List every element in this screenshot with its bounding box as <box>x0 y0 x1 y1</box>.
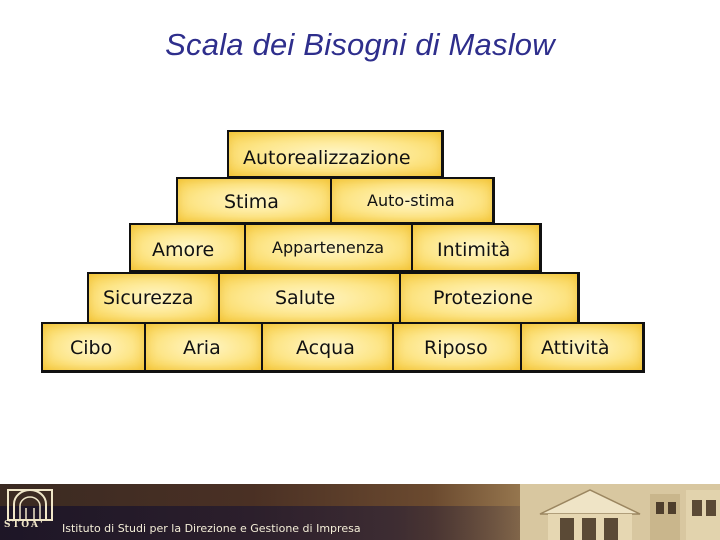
label-autorealizzazione: Autorealizzazione <box>243 147 411 169</box>
label-amore: Amore <box>152 239 214 261</box>
label-attivita: Attività <box>541 337 609 359</box>
building-photo-icon <box>520 484 720 540</box>
institution-name: Istituto di Studi per la Direzione e Ges… <box>62 522 361 535</box>
stoa-logo-text: STOA' <box>4 520 45 530</box>
stoa-arch-icon <box>6 488 54 522</box>
label-acqua: Acqua <box>296 337 355 359</box>
label-stima: Stima <box>224 191 279 213</box>
label-sicurezza: Sicurezza <box>103 287 194 309</box>
label-auto-stima: Auto-stima <box>367 191 455 210</box>
label-appartenenza: Appartenenza <box>272 238 384 257</box>
label-cibo: Cibo <box>70 337 112 359</box>
label-intimita: Intimità <box>437 239 510 261</box>
label-salute: Salute <box>275 287 335 309</box>
label-aria: Aria <box>183 337 221 359</box>
label-riposo: Riposo <box>424 337 488 359</box>
footer-banner: STOA' Istituto di Studi per la Direzione… <box>0 484 720 540</box>
slide-title: Scala dei Bisogni di Maslow <box>0 27 720 63</box>
label-protezione: Protezione <box>433 287 533 309</box>
